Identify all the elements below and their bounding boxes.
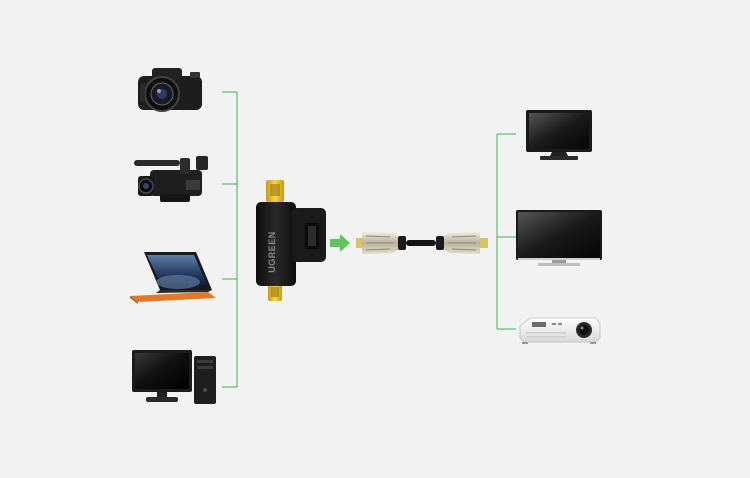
projector-icon [519, 317, 601, 344]
source-connector-lines [222, 91, 238, 388]
hdmi-cable [356, 232, 488, 254]
output-connector-lines [496, 133, 516, 330]
desktop-computer-icon [132, 350, 216, 404]
camcorder-icon [134, 156, 208, 202]
laptop-icon [130, 252, 216, 304]
adapter-brand-logo: UGREEN [267, 231, 277, 273]
flat-tv-icon [516, 210, 602, 266]
arrow-icon [330, 234, 350, 252]
hdmi-adapter: UGREEN [256, 180, 326, 301]
dslr-camera-icon [138, 68, 202, 112]
small-monitor-icon [526, 110, 592, 160]
